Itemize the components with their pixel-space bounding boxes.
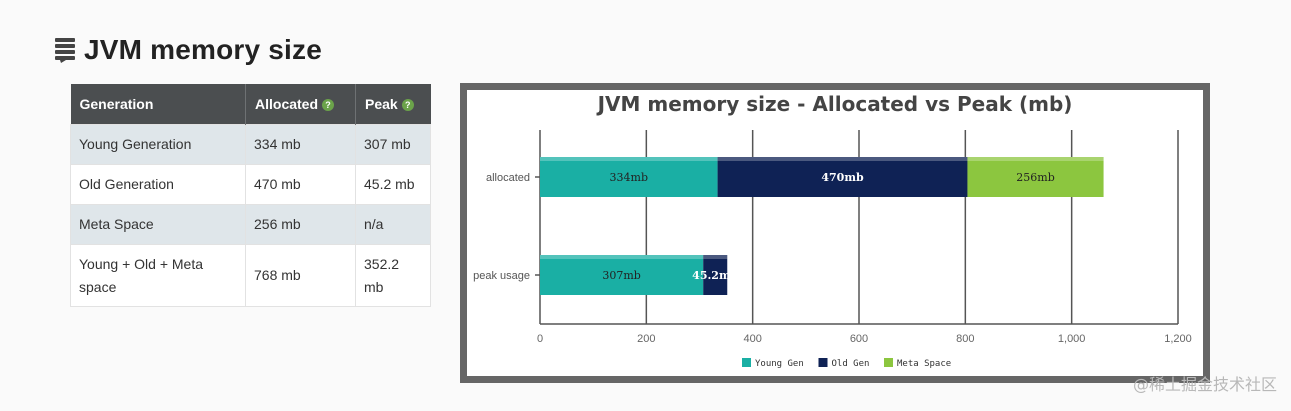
table-cell: 334 mb bbox=[245, 124, 356, 165]
category-label: allocated bbox=[486, 172, 530, 184]
table-cell: 45.2 mb bbox=[355, 164, 431, 205]
section-header: JVM memory size bbox=[54, 30, 322, 70]
question-circle-icon[interactable]: ? bbox=[401, 99, 414, 112]
legend-swatch bbox=[884, 358, 893, 367]
data-label: 45.2mb bbox=[692, 269, 738, 282]
data-label: 470mb bbox=[821, 171, 864, 184]
x-tick-label: 600 bbox=[850, 333, 868, 345]
bar bbox=[540, 157, 718, 197]
x-tick-label: 1,000 bbox=[1058, 333, 1086, 345]
table-cell: 470 mb bbox=[245, 164, 356, 205]
bar bbox=[717, 157, 968, 197]
bar-highlight bbox=[717, 157, 968, 161]
jvm-memory-chart: JVM memory size - Allocated vs Peak (mb)… bbox=[473, 92, 1192, 369]
legend-swatch bbox=[742, 358, 751, 367]
table-cell: 307 mb bbox=[355, 124, 431, 165]
table-cell: 768 mb bbox=[245, 244, 356, 307]
column-header-label: Peak bbox=[365, 96, 398, 112]
data-label: 307mb bbox=[602, 269, 640, 282]
legend-label: Old Gen bbox=[832, 359, 870, 369]
chart-title: JVM memory size - Allocated vs Peak (mb) bbox=[596, 92, 1073, 116]
table-cell: Old Generation bbox=[70, 164, 246, 205]
table-cell: n/a bbox=[355, 204, 431, 245]
question-circle-icon[interactable]: ? bbox=[322, 99, 335, 112]
table-cell: Young + Old + Meta space bbox=[70, 244, 246, 307]
watermark: @稀土掘金技术社区 bbox=[1132, 375, 1277, 394]
bar-highlight bbox=[967, 157, 1104, 161]
column-header-peak: Peak? bbox=[355, 84, 431, 125]
bar-highlight bbox=[540, 157, 718, 161]
table-cell: 256 mb bbox=[245, 204, 356, 245]
category-label: peak usage bbox=[473, 270, 530, 282]
column-header-generation: Generation bbox=[70, 84, 246, 125]
bar bbox=[703, 255, 728, 295]
table-cell: Meta Space bbox=[70, 204, 246, 245]
column-header-label: Allocated bbox=[255, 96, 319, 112]
legend-label: Young Gen bbox=[755, 359, 804, 369]
bar bbox=[540, 255, 704, 295]
x-tick-label: 0 bbox=[537, 333, 543, 345]
bar bbox=[967, 157, 1104, 197]
chart-panel: JVM memory size - Allocated vs Peak (mb)… bbox=[460, 83, 1210, 383]
data-label: 334mb bbox=[610, 171, 648, 184]
x-tick-label: 400 bbox=[743, 333, 761, 345]
legend-swatch bbox=[818, 358, 828, 367]
bar-highlight bbox=[540, 255, 704, 259]
column-header-label: Generation bbox=[79, 96, 154, 112]
x-tick-label: 200 bbox=[637, 333, 655, 345]
column-header-allocated: Allocated? bbox=[245, 84, 356, 125]
bar-highlight bbox=[703, 255, 728, 259]
x-tick-label: 800 bbox=[956, 333, 974, 345]
data-label: 256mb bbox=[1016, 171, 1054, 184]
table-cell: Young Generation bbox=[70, 124, 246, 165]
x-tick-label: 1,200 bbox=[1164, 333, 1192, 345]
legend-label: Meta Space bbox=[897, 359, 951, 369]
section-title: JVM memory size bbox=[84, 34, 322, 65]
table-cell: 352.2 mb bbox=[355, 244, 431, 307]
server-stack-icon bbox=[55, 38, 75, 63]
